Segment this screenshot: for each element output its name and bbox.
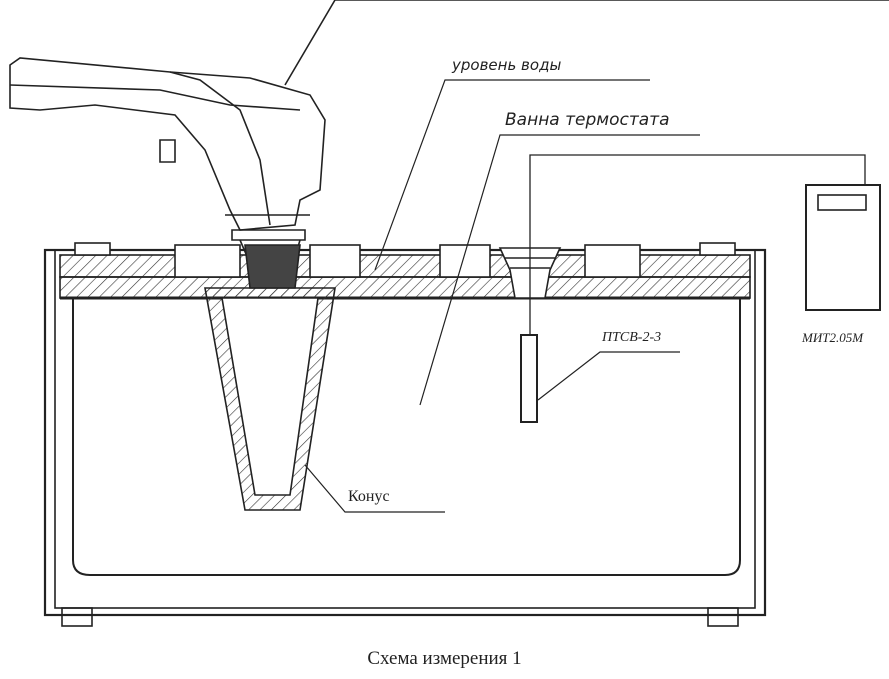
sensor-probe xyxy=(520,154,866,423)
figure-caption: Схема измерения 1 xyxy=(367,648,522,669)
water-level-label: уровень воды xyxy=(452,56,562,74)
meter-label: МИТ2.05М xyxy=(802,330,864,345)
thermostat-bath xyxy=(43,242,767,627)
thermostat-bath-label: Ванна термостата xyxy=(505,110,670,130)
meter-device xyxy=(805,184,881,311)
cone-label: Конус xyxy=(348,488,390,505)
handheld-instrument xyxy=(9,57,326,276)
sensor-label: ПТСВ-2-3 xyxy=(602,330,662,345)
